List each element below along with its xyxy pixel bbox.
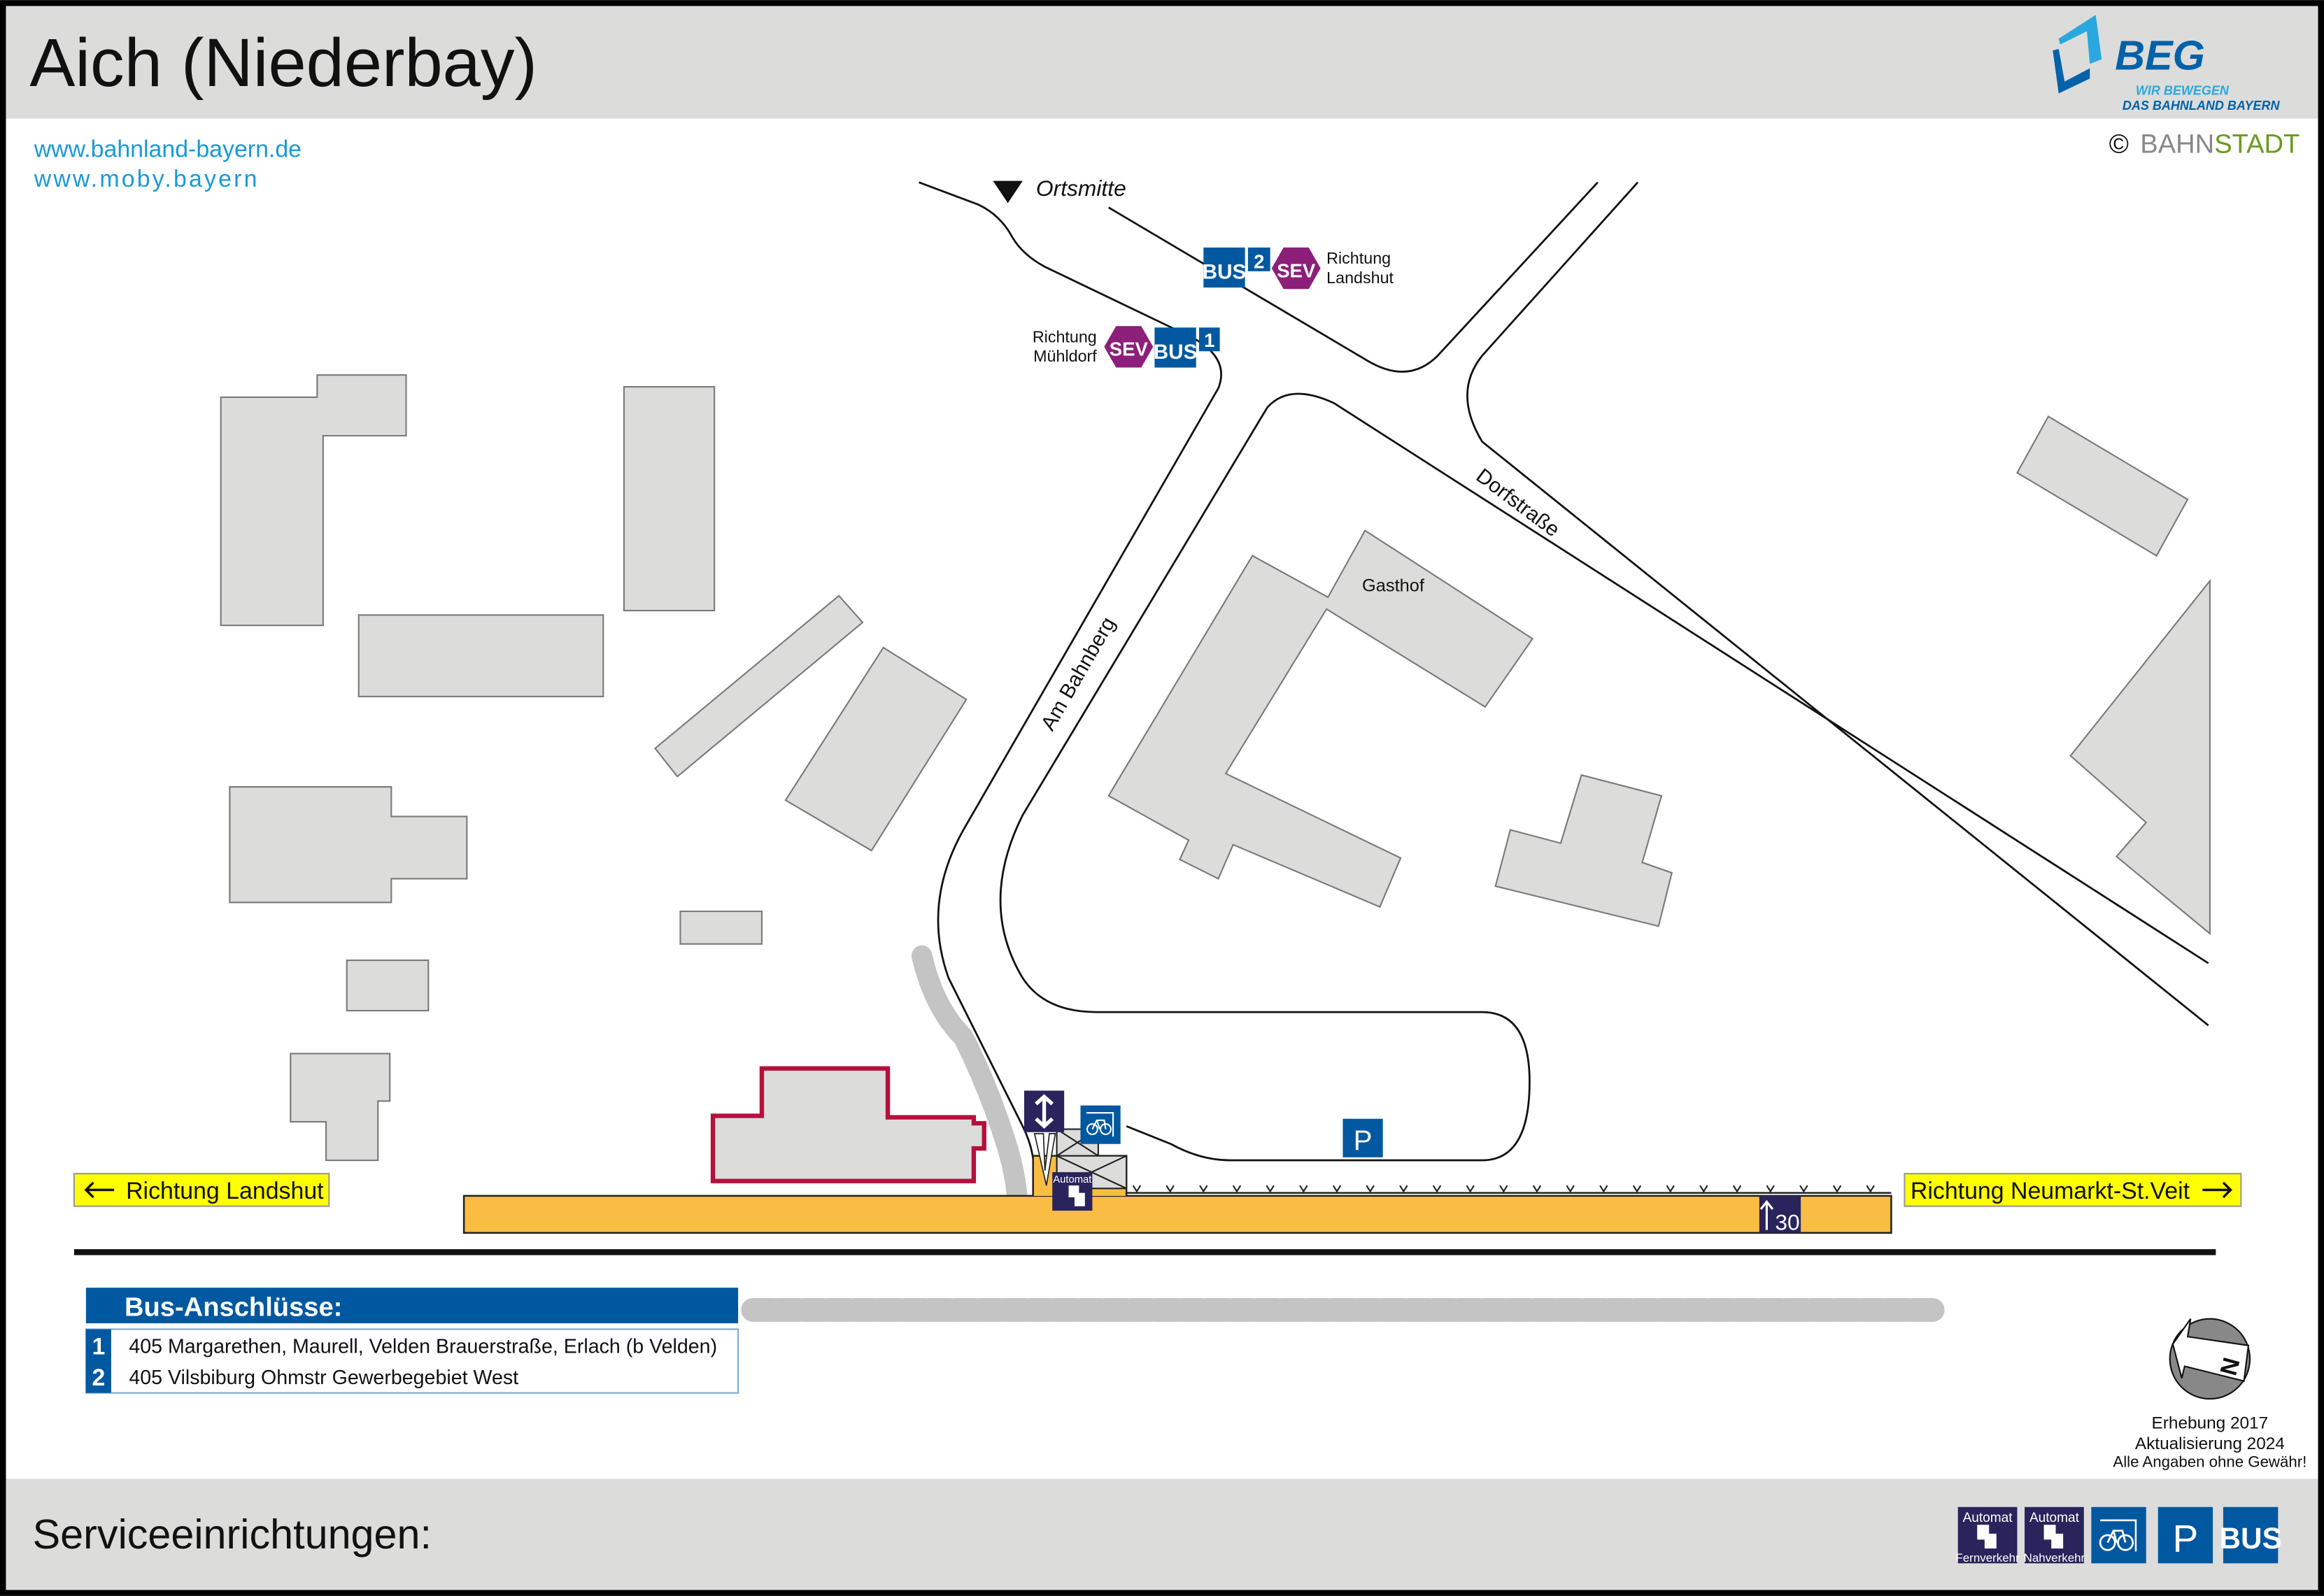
service-ticket-machine-regional: Automat Nahverkehr <box>2024 1506 2085 1565</box>
service-bus-icon: BUS <box>2219 1506 2282 1564</box>
stairs-icon[interactable] <box>1023 1090 1065 1186</box>
svg-text:1: 1 <box>92 1334 105 1360</box>
direction-triangle-icon <box>993 180 1023 204</box>
platform-edge-marker <box>1399 1185 1408 1193</box>
platform-edge-markers <box>1132 1185 1875 1193</box>
ticket-machine-icon[interactable]: Automat <box>1052 1171 1093 1211</box>
svg-text:BUS: BUS <box>1154 341 1198 364</box>
platform-edge-marker <box>1666 1185 1675 1193</box>
footer-bar <box>6 1479 2318 1590</box>
platform-edge-marker <box>1466 1185 1475 1193</box>
platform-edge-marker <box>1199 1185 1208 1193</box>
svg-text:SEV: SEV <box>1277 259 1316 281</box>
service-parking-icon: P <box>2158 1506 2213 1564</box>
note-disclaimer: Alle Angaben ohne Gewähr! <box>2113 1453 2307 1471</box>
platform-edge-marker <box>1499 1185 1508 1193</box>
svg-text:30: 30 <box>1775 1210 1799 1235</box>
svg-text:Richtung: Richtung <box>1033 328 1097 346</box>
page-title: Aich (Niederbay) <box>29 24 537 101</box>
svg-text:DAS BAHNLAND BAYERN: DAS BAHNLAND BAYERN <box>2123 99 2281 113</box>
platform-edge-marker <box>1332 1185 1342 1193</box>
platform-edge-marker <box>1299 1185 1308 1193</box>
services-title: Serviceeinrichtungen: <box>33 1511 432 1558</box>
copyright-bahnstadt: © BAHNSTADT <box>2109 129 2300 159</box>
svg-text:SEV: SEV <box>1110 339 1149 360</box>
platform-edge-marker <box>1366 1185 1375 1193</box>
svg-text:P: P <box>2173 1516 2199 1560</box>
svg-text:Richtung Landshut: Richtung Landshut <box>126 1178 324 1204</box>
north-arrow-compass: N <box>2169 1318 2251 1400</box>
svg-text:BUS: BUS <box>1203 260 1247 283</box>
svg-text:405 Vilsbiburg Ohmstr Gewerbeg: 405 Vilsbiburg Ohmstr Gewerbegebiet West <box>129 1367 518 1389</box>
beg-logo: BEG WIR BEWEGEN DAS BAHNLAND BAYERN <box>2053 15 2281 113</box>
svg-text:Nahverkehr: Nahverkehr <box>2024 1551 2085 1565</box>
roads <box>919 181 2209 1186</box>
service-bike-parking-icon <box>2091 1506 2146 1564</box>
svg-text:WIR BEWEGEN: WIR BEWEGEN <box>2136 84 2230 98</box>
direction-landshut: Richtung Landshut <box>73 1173 330 1207</box>
link-moby-bayern[interactable]: www.moby.bayern <box>34 166 260 192</box>
svg-text:2: 2 <box>92 1365 105 1391</box>
platform-edge-marker <box>1699 1185 1708 1193</box>
svg-text:BAHNSTADT: BAHNSTADT <box>2140 129 2300 159</box>
svg-text:Richtung: Richtung <box>1326 249 1391 267</box>
platform-edge-marker <box>1766 1185 1775 1193</box>
platform-edge-marker <box>1832 1185 1842 1193</box>
platform-edge-marker <box>1432 1185 1442 1193</box>
platform-edge-marker <box>1866 1185 1875 1193</box>
parking-icon[interactable]: P <box>1342 1118 1383 1157</box>
platform-edge-marker <box>1799 1185 1808 1193</box>
svg-text:405 Margarethen, Maurell, Veld: 405 Margarethen, Maurell, Velden Brauers… <box>129 1335 717 1358</box>
platform-edge-marker <box>1132 1185 1142 1193</box>
ortsmitte-label: Ortsmitte <box>1036 176 1126 201</box>
buildings <box>220 374 2211 1162</box>
platform-edge-marker <box>1165 1185 1175 1193</box>
header-bar <box>6 6 2318 119</box>
direction-neumarkt: Richtung Neumarkt-St.Veit <box>1904 1173 2242 1207</box>
note-update: Aktualisierung 2024 <box>2135 1434 2285 1453</box>
platform-edge-marker <box>1599 1185 1608 1193</box>
svg-text:BUS: BUS <box>2219 1522 2281 1555</box>
svg-text:Richtung Neumarkt-St.Veit: Richtung Neumarkt-St.Veit <box>1911 1178 2190 1204</box>
svg-text:Mühldorf: Mühldorf <box>1033 347 1097 365</box>
bus-connections-table: Bus-Anschlüsse: 1 405 Margarethen, Maure… <box>85 1288 739 1394</box>
svg-text:Fernverkehr: Fernverkehr <box>1955 1551 2020 1565</box>
gasthof-label: Gasthof <box>1362 576 1425 595</box>
station-building <box>710 1066 986 1183</box>
platform-edge-marker <box>1632 1185 1642 1193</box>
bus-stop-1[interactable]: Richtung Mühldorf SEV BUS 1 <box>1033 326 1220 368</box>
link-bahnland-bayern[interactable]: www.bahnland-bayern.de <box>34 136 302 163</box>
svg-text:Automat: Automat <box>1053 1174 1092 1185</box>
service-ticket-machine-long-distance: Automat Fernverkehr <box>1955 1506 2020 1565</box>
svg-text:BEG: BEG <box>2115 32 2205 79</box>
sev-icon <box>1271 247 1321 290</box>
sev-icon <box>1104 326 1154 368</box>
svg-text:2: 2 <box>1254 251 1264 273</box>
platform-edge-marker <box>1566 1185 1575 1193</box>
vegetation-hedge <box>911 945 1028 1204</box>
svg-text:Automat: Automat <box>1963 1511 2013 1525</box>
platform-edge-marker <box>1532 1185 1542 1193</box>
note-survey: Erhebung 2017 <box>2152 1413 2269 1432</box>
svg-text:Landshut: Landshut <box>1326 269 1394 287</box>
svg-text:©: © <box>2109 129 2129 159</box>
svg-text:Automat: Automat <box>2029 1511 2080 1525</box>
platform-edge-marker <box>1232 1185 1242 1193</box>
svg-text:1: 1 <box>1204 329 1214 351</box>
bike-parking-icon[interactable] <box>1080 1105 1121 1144</box>
platform-edge-marker <box>1732 1185 1742 1193</box>
platform-edge-marker <box>1266 1185 1275 1193</box>
bus-stop-2[interactable]: BUS 2 SEV Richtung Landshut <box>1203 247 1394 290</box>
svg-text:P: P <box>1354 1125 1373 1156</box>
svg-text:Bus-Anschlüsse:: Bus-Anschlüsse: <box>125 1292 342 1322</box>
platform-height-sign: 30 <box>1759 1195 1801 1235</box>
